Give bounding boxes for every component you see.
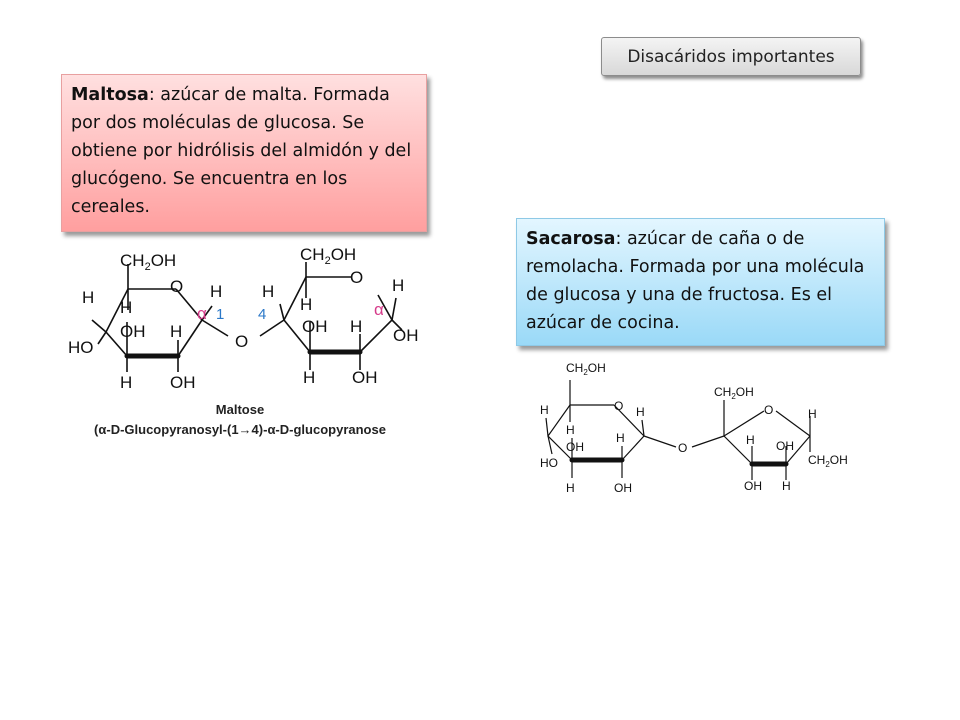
maltose-position-4: 4 bbox=[258, 306, 266, 323]
maltose-ring-right bbox=[259, 262, 403, 370]
sucrose-label-oh-fructose-2: OH bbox=[744, 479, 762, 493]
sucrose-label-oh-glucose-2: OH bbox=[614, 481, 632, 495]
sucrose-label-h-glucose-2: H bbox=[636, 405, 645, 419]
sucrose-label-h-glucose-3: H bbox=[566, 423, 575, 437]
maltosa-card: Maltosa: azúcar de malta. Formada por do… bbox=[61, 74, 427, 232]
maltose-label-oh-right-3: OH bbox=[352, 368, 378, 387]
slide-title: Disacáridos importantes bbox=[601, 37, 861, 76]
maltose-label-oh-left-2: OH bbox=[170, 373, 196, 392]
sacarosa-card: Sacarosa: azúcar de caña o de remolacha.… bbox=[516, 218, 885, 346]
maltose-label-oh-right-2: OH bbox=[393, 326, 419, 345]
sucrose-label-ch2oh-glucose: CH2OH bbox=[566, 361, 606, 377]
maltose-label-ch2oh-left: CH2OH bbox=[120, 251, 176, 273]
sucrose-label-o-glucose: O bbox=[614, 399, 623, 413]
maltose-label-o-left: O bbox=[170, 277, 183, 296]
maltose-label-h-right-3: H bbox=[300, 295, 312, 314]
maltose-alpha-left: α bbox=[197, 304, 207, 323]
maltose-label-h-right-4: H bbox=[350, 317, 362, 336]
maltose-label-h-right-1: H bbox=[392, 276, 404, 295]
maltose-caption-title: Maltose bbox=[216, 402, 264, 417]
maltose-label-h-right-2: H bbox=[262, 282, 274, 301]
sucrose-label-h-glucose-5: H bbox=[566, 481, 575, 495]
maltose-label-h-right-5: H bbox=[303, 368, 315, 387]
maltose-position-1: 1 bbox=[216, 306, 224, 323]
sucrose-ring-fructose bbox=[691, 400, 811, 480]
sucrose-label-h-glucose-1: H bbox=[540, 403, 549, 417]
sucrose-label-ho-glucose: HO bbox=[540, 456, 558, 470]
maltose-label-h-left-2: H bbox=[120, 298, 132, 317]
sucrose-label-ch2oh-fructose-right: CH2OH bbox=[808, 453, 848, 469]
sucrose-label-h-fructose-2: H bbox=[746, 433, 755, 447]
maltose-label-h-left-5: H bbox=[210, 282, 222, 301]
sucrose-label-h-fructose-1: H bbox=[808, 407, 817, 421]
maltose-label-o-right: O bbox=[350, 268, 363, 287]
sucrose-label-o-fructose: O bbox=[764, 403, 773, 417]
maltose-alpha-right: α bbox=[374, 300, 384, 319]
maltose-label-h-left-3: H bbox=[170, 322, 182, 341]
maltose-label-oh-right-1: OH bbox=[302, 317, 328, 336]
maltose-label-o-bridge: O bbox=[235, 332, 248, 351]
sucrose-label-h-fructose-3: H bbox=[782, 479, 791, 493]
sucrose-structure: CH2OH O H H H OH H HO H OH O CH2OH O H H… bbox=[540, 361, 848, 495]
sucrose-label-oh-fructose-1: OH bbox=[776, 439, 794, 453]
sacarosa-name: Sacarosa bbox=[526, 229, 616, 249]
maltose-caption-name: (α-D-Glucopyranosyl-(1→4)-α-D-glucopyran… bbox=[94, 422, 386, 437]
maltose-label-oh-left-1: OH bbox=[120, 322, 146, 341]
maltosa-description: : azúcar de malta. Formada por dos moléc… bbox=[71, 85, 412, 217]
maltose-label-ho-left: HO bbox=[68, 338, 94, 357]
maltose-label-h-left-1: H bbox=[82, 288, 94, 307]
maltose-label-h-left-4: H bbox=[120, 373, 132, 392]
maltose-label-ch2oh-right: CH2OH bbox=[300, 245, 356, 267]
sucrose-label-ch2oh-fructose-top: CH2OH bbox=[714, 385, 754, 401]
sucrose-label-h-glucose-4: H bbox=[616, 431, 625, 445]
maltose-ring-left bbox=[91, 264, 229, 372]
sucrose-label-o-bridge: O bbox=[678, 441, 687, 455]
sucrose-ring-glucose bbox=[545, 380, 677, 478]
sucrose-label-oh-glucose-1: OH bbox=[566, 440, 584, 454]
maltose-structure: CH2OH O H H OH H HO H OH H α 1 O CH2OH O… bbox=[68, 245, 419, 437]
sacarosa-description: : azúcar de caña o de remolacha. Formada… bbox=[526, 229, 865, 333]
maltosa-name: Maltosa bbox=[71, 85, 149, 105]
